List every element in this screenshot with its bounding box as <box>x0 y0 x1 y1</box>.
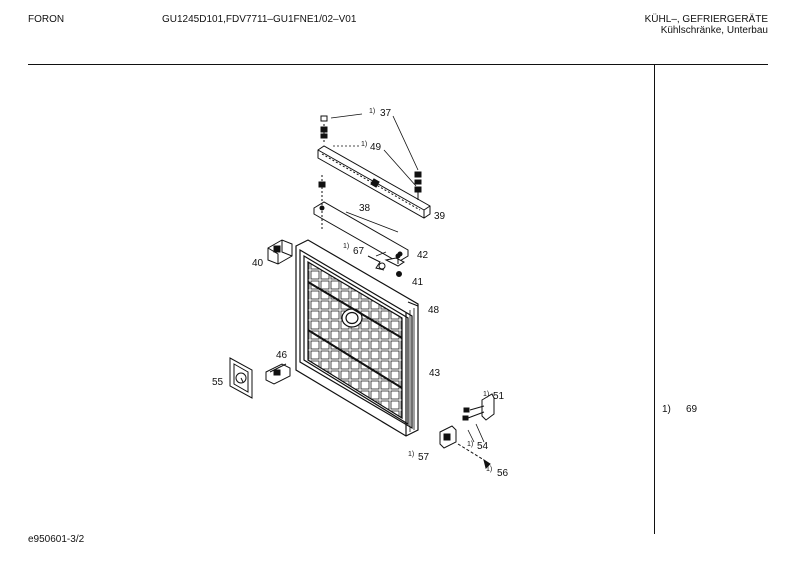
part-label-51-footnote: 1) <box>483 391 489 398</box>
part-label-57: 1) 57 <box>408 451 430 463</box>
hinge-bar-part <box>317 145 431 219</box>
category-heading: KÜHL–, GEFRIERGERÄTE Kühlschränke, Unter… <box>645 14 768 36</box>
handle-clip-part <box>265 363 291 385</box>
part-label-48: 48 <box>428 305 440 316</box>
category-line-2: Kühlschränke, Unterbau <box>660 25 768 36</box>
part-label-49-footnote: 1) <box>361 141 367 148</box>
bracket-plate-part <box>313 175 409 263</box>
bolt-set-part <box>383 115 422 200</box>
hinge-plate-part <box>439 425 491 469</box>
cover-plate-part <box>229 357 253 399</box>
lower-hinge-bracket-part <box>462 393 495 443</box>
category-line-1: KÜHL–, GEFRIERGERÄTE <box>644 14 768 25</box>
part-label-46: 46 <box>276 350 288 361</box>
brand-name: FORON <box>28 14 65 25</box>
part-label-43: 43 <box>429 368 441 379</box>
part-label-37-number: 37 <box>380 108 392 119</box>
document-id: e950601-3/2 <box>28 534 85 545</box>
part-label-57-number: 57 <box>418 452 430 463</box>
part-label-42: 42 <box>417 250 429 261</box>
part-label-54-number: 54 <box>477 441 489 452</box>
part-label-51: 1) 51 <box>483 391 505 402</box>
part-label-40: 40 <box>252 258 264 269</box>
side-column-divider <box>654 64 655 534</box>
part-label-49-number: 49 <box>370 142 382 153</box>
part-label-49: 1) 49 <box>361 141 382 153</box>
cap-screw-part <box>320 113 363 142</box>
part-label-56-number: 56 <box>497 468 509 479</box>
part-label-67-number: 67 <box>353 246 365 257</box>
side-note-marker: 1) <box>662 404 671 415</box>
part-label-38: 38 <box>359 203 371 214</box>
door-panel-part <box>295 239 419 437</box>
part-label-67-footnote: 1) <box>343 243 349 250</box>
model-numbers: GU1245D101,FDV7711–GU1FNE1/02–V01 <box>162 14 357 25</box>
part-label-41: 41 <box>412 277 424 288</box>
part-label-67: 1) 67 <box>343 243 365 257</box>
part-label-56-footnote: 1) <box>486 466 492 473</box>
door-stop-bracket-part <box>267 239 293 265</box>
header-divider <box>28 64 768 65</box>
part-label-55: 55 <box>212 377 224 388</box>
part-label-54-footnote: 1) <box>467 441 473 448</box>
part-label-57-footnote: 1) <box>408 451 414 458</box>
part-label-54: 1) 54 <box>467 441 489 452</box>
hinge-pin-assembly-part <box>367 251 405 277</box>
part-label-37-footnote: 1) <box>369 108 375 115</box>
part-label-51-number: 51 <box>493 391 505 402</box>
part-label-37: 1) 37 <box>369 108 392 119</box>
part-label-56: 1) 56 <box>486 466 509 479</box>
part-label-39: 39 <box>434 211 446 222</box>
side-note-value: 69 <box>686 404 698 415</box>
